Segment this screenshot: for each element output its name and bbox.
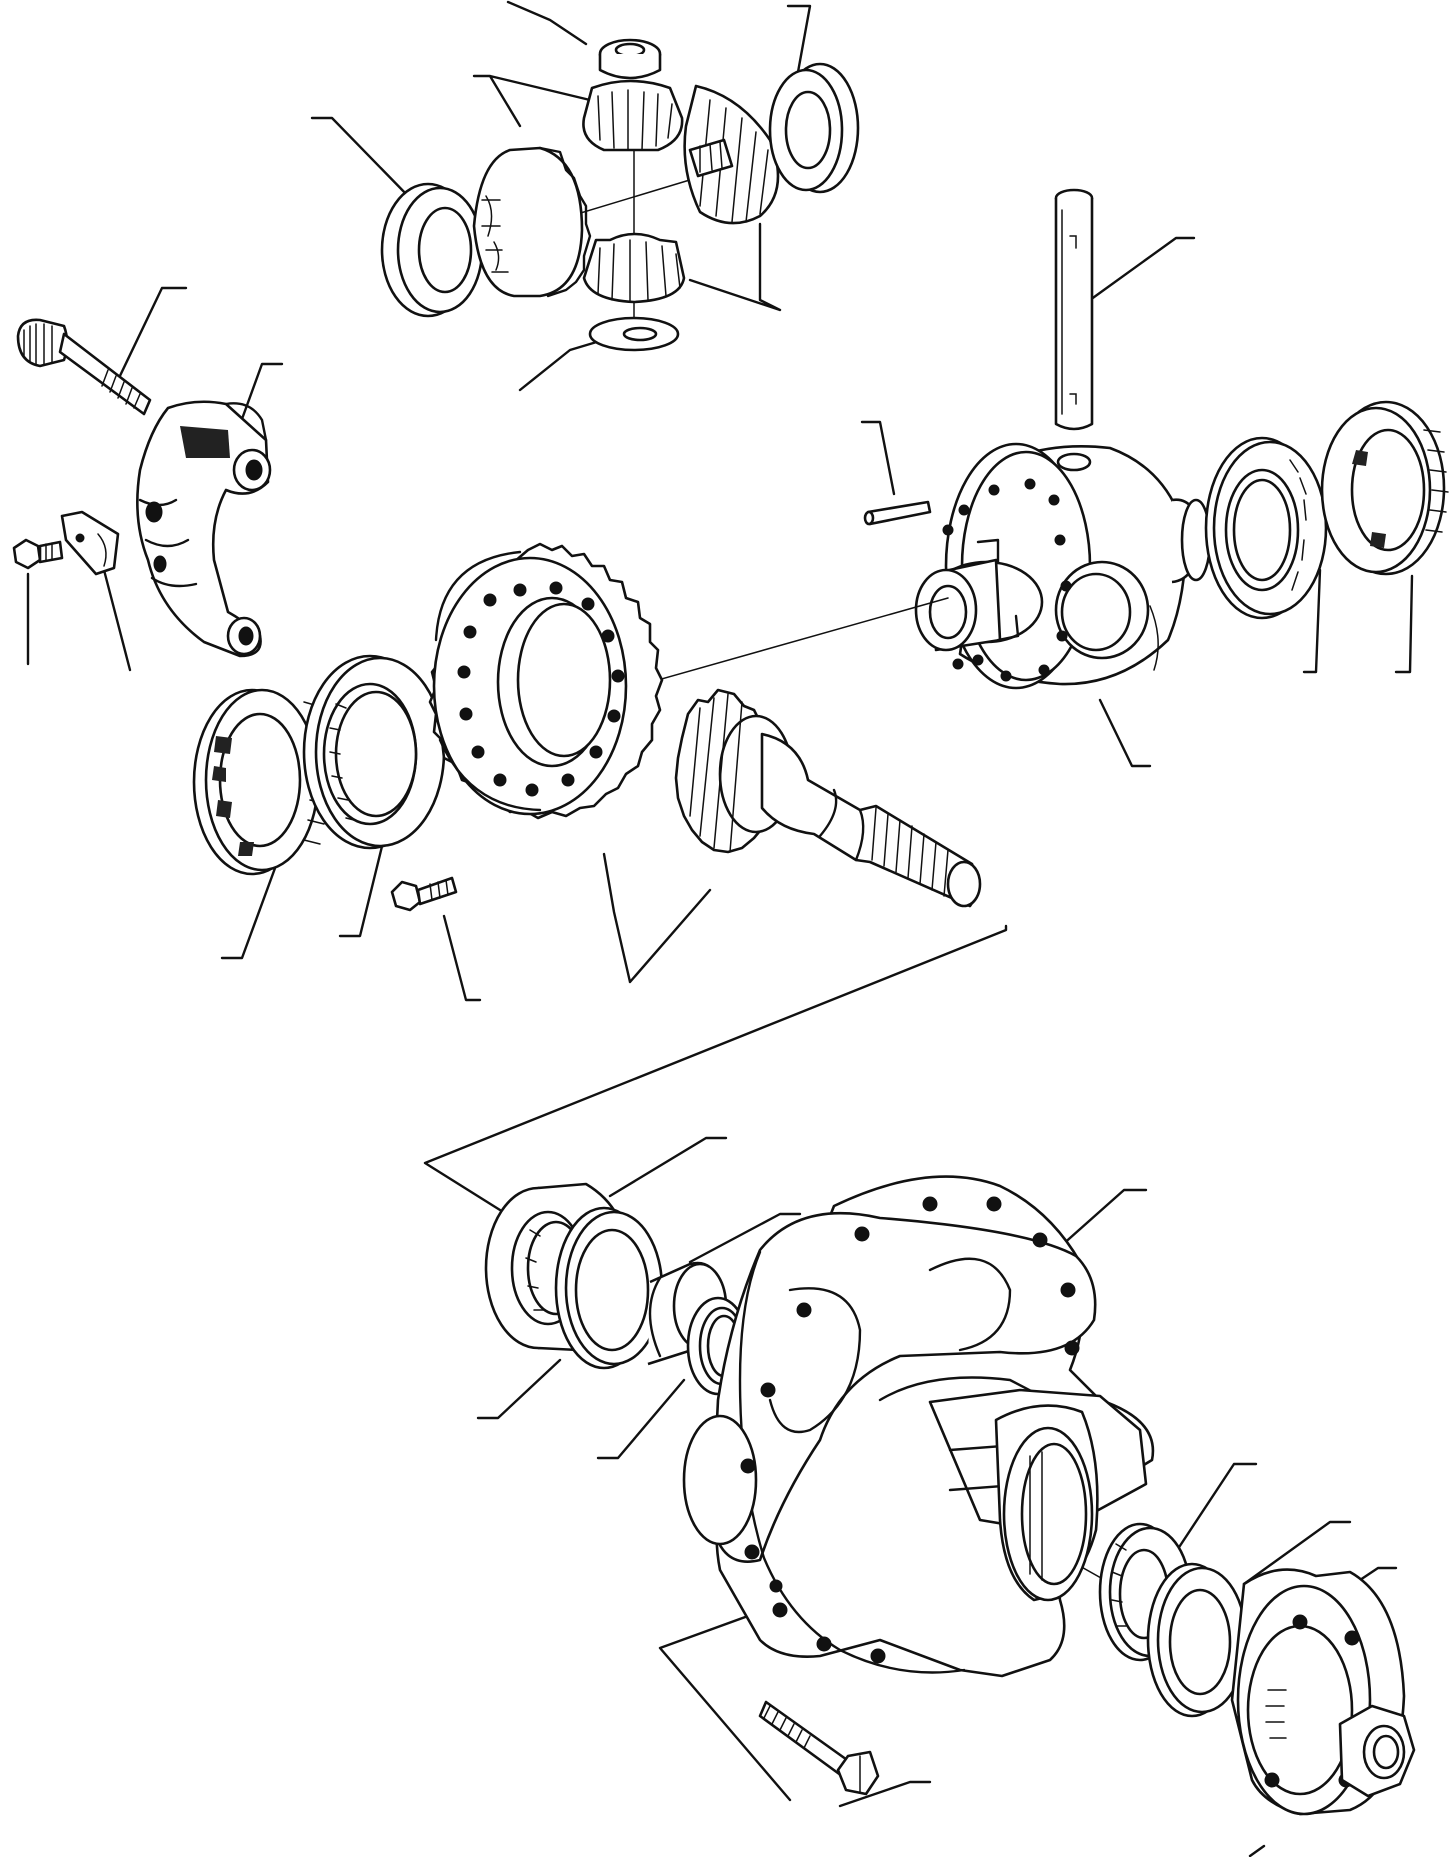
callout-leader — [1302, 568, 1322, 674]
crown-and-pinion-group — [192, 542, 982, 912]
drive-pinion — [674, 688, 982, 908]
callout-leader — [688, 1212, 802, 1264]
callout-leader — [518, 336, 612, 392]
flange — [1230, 1568, 1406, 1816]
pinion-gear-bottom — [582, 232, 686, 304]
shim — [554, 1206, 664, 1370]
callout-leader — [1162, 1462, 1258, 1572]
adjuster-nut-left — [192, 688, 329, 876]
callout-leaders — [26, 0, 1414, 1857]
crown-bolt — [390, 876, 458, 912]
callout-leader — [1248, 1844, 1266, 1857]
callout-leader — [310, 116, 412, 200]
callout-leader — [116, 286, 188, 382]
bearing-cap-group — [12, 318, 272, 658]
case-bearing — [1204, 436, 1328, 620]
pinion-carrier-group — [484, 1175, 1416, 1816]
callout-leader — [506, 0, 588, 46]
lock-bolt — [12, 538, 64, 570]
callout-leader — [860, 420, 896, 496]
callout-leader — [338, 828, 388, 938]
differential-gears-group — [380, 38, 860, 352]
roll-pin — [863, 500, 932, 526]
callout-leader — [596, 1378, 686, 1460]
diff-case — [914, 442, 1212, 690]
adjuster-nut-right — [1320, 400, 1449, 576]
pinion-gear-top — [582, 79, 684, 152]
thrust-washer-right — [768, 62, 860, 194]
lock-plate — [60, 510, 120, 576]
callout-leader — [838, 1780, 932, 1808]
side-gear-left — [472, 146, 592, 298]
bearing-left — [302, 654, 446, 850]
callout-leader — [442, 914, 482, 1002]
callout-leader — [220, 858, 280, 960]
oil-seal — [1146, 1562, 1248, 1718]
callout-leader — [1394, 574, 1414, 674]
carrier-housing — [682, 1175, 1155, 1678]
callout-leader — [423, 924, 1008, 1212]
callout-leader — [602, 852, 712, 984]
differential-case-group — [863, 188, 1449, 690]
pinion-washer-top — [598, 38, 662, 80]
side-gear-right — [683, 84, 780, 225]
cap-bolt — [16, 318, 152, 416]
callout-leader — [236, 362, 284, 432]
callout-leader — [608, 1136, 728, 1198]
callout-leader — [102, 568, 132, 672]
callout-leader — [1088, 236, 1196, 302]
thrust-washer-left — [380, 182, 484, 318]
callout-leader — [786, 4, 812, 74]
carrier-bolt — [758, 1700, 880, 1796]
callout-leader — [1242, 1520, 1352, 1586]
cross-shaft — [1054, 188, 1094, 431]
crown-wheel — [428, 542, 664, 820]
bearing-cap — [136, 400, 272, 658]
callout-leader — [688, 222, 782, 312]
callout-leader — [476, 1358, 562, 1420]
pinion-washer-bottom — [588, 316, 680, 352]
flange-nut — [1338, 1704, 1416, 1798]
callout-leader — [472, 74, 592, 128]
callout-leader — [1098, 698, 1152, 768]
